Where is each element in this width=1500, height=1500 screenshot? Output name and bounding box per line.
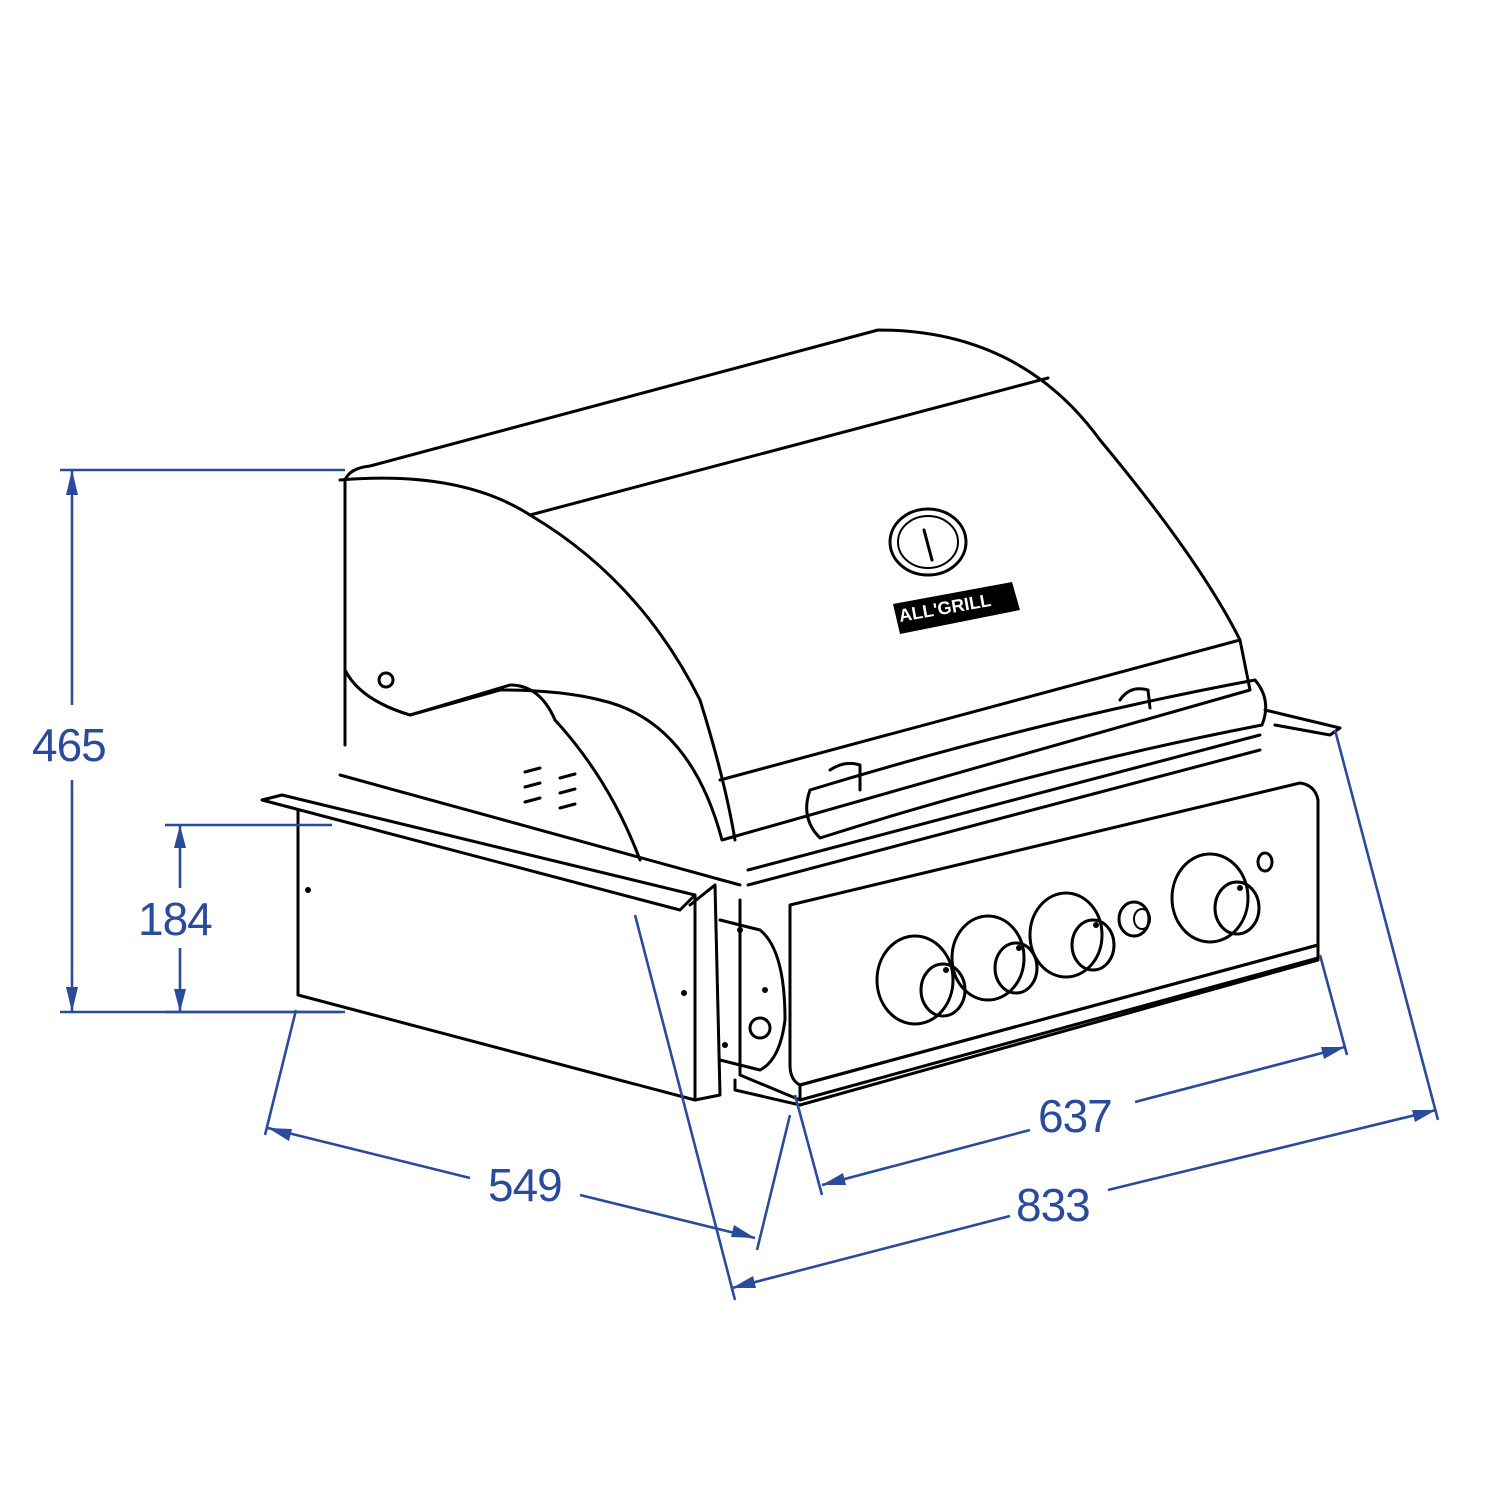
dim-height-total: 465 bbox=[28, 722, 110, 768]
dim-height-front: 184 bbox=[134, 896, 216, 942]
brand-badge: ALL'GRILL bbox=[893, 582, 1020, 634]
thermometer bbox=[888, 507, 968, 577]
knob-2 bbox=[950, 914, 1039, 1002]
control-knobs bbox=[875, 851, 1274, 1026]
knob-4 bbox=[1170, 852, 1261, 944]
dimension-lines bbox=[60, 468, 1440, 1301]
dim-depth: 549 bbox=[484, 1162, 566, 1208]
control-panel bbox=[733, 781, 1320, 1107]
dim-width-front: 637 bbox=[1034, 1093, 1116, 1139]
igniter-button bbox=[1117, 900, 1151, 938]
mounting-bracket bbox=[718, 918, 787, 1072]
indicator-light bbox=[1256, 851, 1274, 873]
dim-width-total: 833 bbox=[1012, 1182, 1094, 1228]
knob-3 bbox=[1028, 891, 1116, 979]
lid bbox=[338, 328, 1252, 862]
lid-handle bbox=[805, 678, 1268, 840]
grill-body bbox=[338, 708, 1342, 887]
side-trim-panel bbox=[260, 793, 722, 1102]
side-vents bbox=[523, 766, 577, 810]
